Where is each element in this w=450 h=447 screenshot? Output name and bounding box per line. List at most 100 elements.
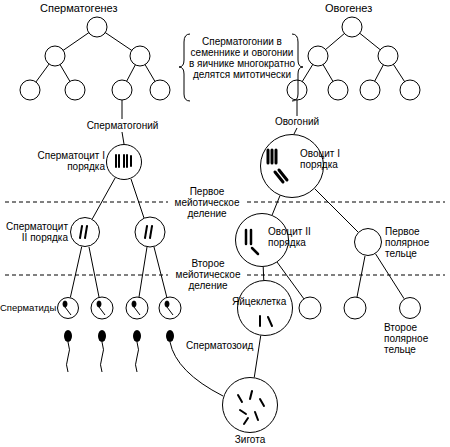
division-line [154,247,167,298]
chromosome [244,418,248,424]
spermatogonium-cell [20,80,40,100]
chromosome [240,410,246,414]
spermatid-nucleus [132,301,136,307]
oogonium-cell [328,80,348,100]
chromosome [123,155,125,167]
spermatogonium-cell [150,80,170,100]
division-line [376,254,405,299]
stem-line [294,128,297,134]
stem-line [297,100,298,116]
chromosome [115,155,117,167]
chromosome [260,399,264,406]
oogonium-cell [400,80,420,100]
cell-outline [222,377,278,433]
cell-outline [57,297,79,319]
brace [179,34,190,101]
spermatogonium-cell [87,17,107,37]
division-line [92,178,115,219]
spermatogonium-cell [65,80,85,100]
chromosome [118,155,120,167]
spermatid-cell: Сперматиды [57,297,79,319]
stem-line [122,132,124,144]
chromosome [145,226,147,238]
oocyte-cell: Овоцит I порядка [260,134,324,198]
chromosome [250,230,253,244]
oocyte-cell: Овоцит II порядка [235,213,289,267]
polar-body: Первое полярное тельце [354,228,382,256]
chromosome [245,230,248,244]
brace-note: Сперматогонии в семеннике и овогонии в я… [188,36,296,80]
polar-body [299,297,321,319]
dashed-divider [5,202,168,203]
spermatid-cell [91,297,113,319]
cell-label: Сперматиды [0,302,56,313]
cell-outline [237,280,293,336]
cell-membrane [238,281,293,336]
spermatid-tail [65,307,71,315]
spermatid-nucleus [165,301,169,307]
chromosome [126,155,128,167]
dashed-divider [5,275,168,276]
spermatogonium-cell [112,80,132,100]
stage-label: Сперматозоид [186,340,261,351]
chromosomes [80,150,287,424]
spermatid-cell [159,297,181,319]
chromosome [252,248,258,254]
division-line [272,196,280,215]
column-heading: Овогенез [325,3,405,14]
spermatocyte-cell: Сперматоцит I порядка [106,144,142,180]
division-line [263,267,265,280]
division-line [139,247,147,297]
spermatogonium-cell [130,46,150,66]
dashed-divider [247,202,445,203]
oogonium-cell [287,80,307,100]
spermatid-tail [99,307,105,315]
spermatid-tail [167,307,173,315]
chromosome [267,150,270,163]
cell-label: Зигота [220,434,280,445]
cell-outline [70,217,100,247]
cell-label: Овоцит I порядка [300,148,350,170]
division-line [131,179,144,218]
spermatid-tail [134,307,140,315]
cell-outline [354,228,382,256]
spermatid-nucleus [97,301,101,307]
division-label: Первое мейотическое деление [168,186,246,219]
chromosome [80,226,82,238]
division-label: Второе мейотическое деление [170,258,246,291]
sperm-head [98,330,106,342]
chromosome [259,316,261,326]
spermatocyte-cell: Сперматоцит II порядка [70,217,100,247]
chromosome [150,226,152,238]
cell-outline [106,144,142,180]
cell-label: Сперматоцит II порядка [0,221,68,243]
cell-membrane [58,298,79,319]
cell-label: Второе полярное тельце [384,322,446,355]
sperm-head [166,330,174,342]
stem-line [122,100,123,119]
sperm-tail [67,342,70,372]
cell-label: Овоцит II порядка [268,226,313,248]
chromosome [130,156,132,166]
polar-body [344,297,366,319]
chromosome [255,412,258,420]
chromosome [85,226,87,238]
chromosome [250,391,252,399]
column-heading: Сперматогенез [40,3,150,14]
stage-label: Сперматогоний [75,120,170,131]
division-line [89,247,99,297]
sperm-tail [136,342,139,372]
spermatogonium-cell [45,46,65,66]
oogonium-cell [360,80,380,100]
sperm-head [64,330,72,342]
cell-membrane [223,378,278,433]
dashed-divider [247,275,445,276]
sperm-head [133,330,141,342]
division-line [315,189,358,232]
sperm-tail [101,342,104,372]
polar-body: Второе полярное тельце [399,297,421,319]
cell-membrane [71,218,100,247]
oogonium-cell [378,46,398,66]
